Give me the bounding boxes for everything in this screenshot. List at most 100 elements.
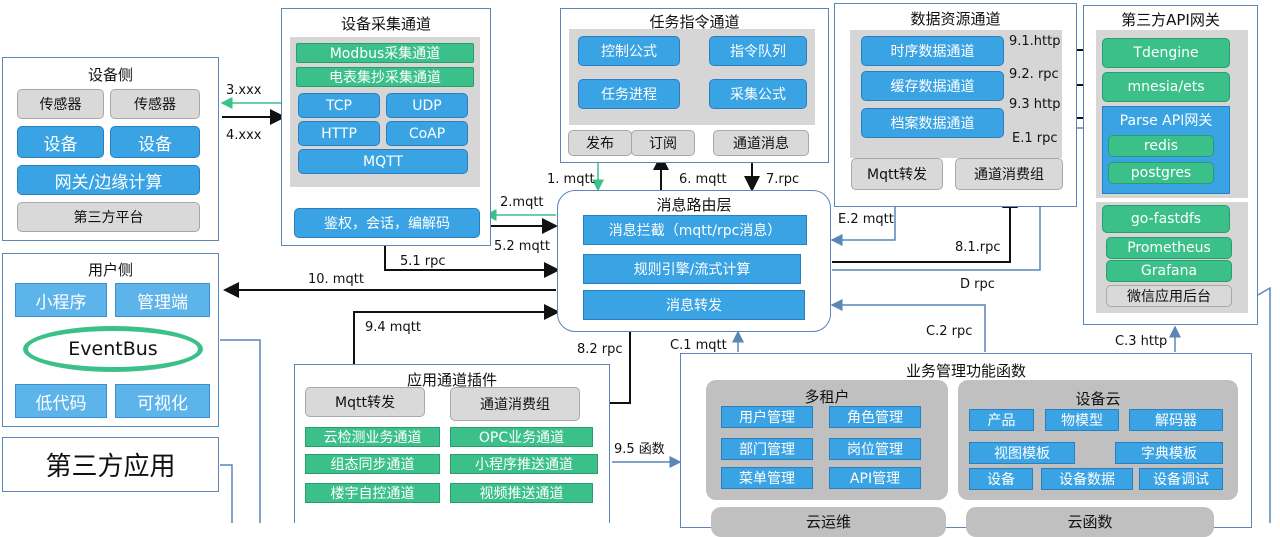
data-consumer-group-box: 通道消费组	[955, 158, 1063, 190]
device-cloud-title: 设备云	[1075, 390, 1121, 408]
visual-box: 可视化	[115, 384, 210, 418]
label-8-1-rpc: 8.1.rpc	[955, 240, 1001, 255]
label-3xxx: 3.xxx	[226, 83, 262, 98]
label-9-5-function: 9.5 函数	[614, 442, 665, 457]
task-channel-title: 任务指令通道	[649, 13, 740, 31]
device-box-1: 设备	[17, 126, 104, 158]
mnesia-ets-box: mnesia/ets	[1102, 72, 1230, 102]
api-mgmt-box: API管理	[829, 467, 921, 489]
meter-channel-box: 电表集抄采集通道	[296, 67, 474, 87]
dict-template-box: 字典模板	[1115, 442, 1223, 464]
mini-push-channel-box: 小程序推送通道	[450, 454, 598, 474]
tdengine-box: Tdengine	[1102, 38, 1230, 68]
app-consumer-group-box: 通道消费组	[450, 387, 580, 421]
mqtt-box: MQTT	[298, 149, 468, 174]
thing-model-box: 物模型	[1045, 409, 1119, 431]
label-10-mqtt: 10. mqtt	[308, 272, 364, 287]
udp-box: UDP	[386, 93, 468, 118]
data-resource-panel: 数据资源通道 时序数据通道 缓存数据通道 档案数据通道 Mqtt转发 通道消费组	[834, 3, 1077, 207]
message-forward-box: 消息转发	[583, 290, 805, 320]
go-fastdfs-box: go-fastdfs	[1102, 205, 1230, 233]
http-box: HTTP	[298, 121, 380, 146]
label-4xxx: 4.xxx	[226, 128, 262, 143]
label-c2-rpc: C.2 rpc	[926, 324, 973, 339]
role-mgmt-box: 角色管理	[829, 406, 921, 428]
wechat-backend-box: 微信应用后台	[1106, 285, 1232, 307]
collect-channel-panel: 设备采集通道 Modbus采集通道 电表集抄采集通道 TCP UDP HTTP …	[281, 8, 491, 246]
prometheus-box: Prometheus	[1106, 237, 1232, 259]
label-c1-mqtt: C.1 mqtt	[670, 338, 727, 353]
label-9-2-rpc: 9.2. rpc	[1009, 67, 1059, 82]
opc-channel-box: OPC业务通道	[450, 427, 593, 447]
channel-message-box: 通道消息	[713, 130, 809, 156]
third-platform-box: 第三方平台	[17, 202, 200, 232]
eventbus-oval: EventBus	[23, 326, 203, 372]
label-e2-mqtt: E.2 mqtt	[838, 212, 894, 227]
product-box: 产品	[969, 409, 1034, 431]
tcp-box: TCP	[298, 93, 380, 118]
subscribe-box: 订阅	[631, 130, 695, 156]
post-mgmt-box: 岗位管理	[829, 438, 921, 460]
archive-channel-box: 档案数据通道	[861, 108, 1004, 138]
building-channel-box: 楼宇自控通道	[305, 483, 440, 503]
gateway-edge-box: 网关/边缘计算	[17, 165, 200, 195]
config-sync-channel-box: 组态同步通道	[305, 454, 440, 474]
label-1-mqtt: 1. mqtt	[547, 172, 595, 187]
low-code-box: 低代码	[15, 384, 107, 418]
tenant-title: 多租户	[804, 388, 850, 406]
third-api-title: 第三方API网关	[1121, 11, 1220, 29]
task-channel-panel: 任务指令通道 控制公式 指令队列 任务进程 采集公式 发布 订阅 通道消息	[560, 8, 829, 163]
cloud-ops-title: 云运维	[805, 513, 851, 531]
app-channel-plugin-panel: 应用通道插件 Mqtt转发 通道消费组 云检测业务通道 OPC业务通道 组态同步…	[294, 364, 610, 523]
label-c3-http: C.3 http	[1115, 334, 1168, 349]
label-5-2-mqtt: 5.2 mqtt	[494, 239, 550, 254]
label-8-2-rpc: 8.2 rpc	[577, 342, 623, 357]
message-intercept-box: 消息拦截（mqtt/rpc消息）	[583, 215, 807, 245]
cloud-function-title: 云函数	[1067, 513, 1113, 531]
user-side-panel: 用户侧 小程序 管理端 EventBus 低代码 可视化	[2, 253, 219, 427]
label-d-rpc: D rpc	[960, 277, 995, 292]
cloud-detect-channel-box: 云检测业务通道	[305, 427, 440, 447]
label-7-rpc: 7.rpc	[766, 172, 800, 187]
collect-formula-box: 采集公式	[709, 79, 807, 109]
timeseries-channel-box: 时序数据通道	[861, 36, 1004, 66]
publish-box: 发布	[568, 130, 632, 156]
user-mgmt-box: 用户管理	[721, 406, 813, 428]
message-router-title: 消息路由层	[656, 196, 732, 214]
data-mqtt-forward-box: Mqtt转发	[851, 158, 943, 190]
third-api-gateway-panel: 第三方API网关 Tdengine mnesia/ets Parse API网关…	[1083, 5, 1258, 325]
label-2mqtt: 2.mqtt	[500, 195, 544, 210]
sensor-box-1: 传感器	[17, 89, 104, 119]
business-function-panel: 业务管理功能函数 多租户 用户管理 角色管理 部门管理 岗位管理 菜单管理 AP…	[680, 353, 1252, 537]
mini-program-box: 小程序	[15, 283, 107, 317]
message-router-panel: 消息路由层 消息拦截（mqtt/rpc消息） 规则引擎/流式计算 消息转发	[557, 190, 831, 332]
control-formula-box: 控制公式	[578, 36, 680, 66]
collect-channel-title: 设备采集通道	[340, 15, 431, 33]
device-side-title: 设备侧	[87, 66, 133, 84]
task-process-box: 任务进程	[578, 79, 680, 109]
label-6-mqtt: 6. mqtt	[679, 172, 727, 187]
auth-session-codec-box: 鉴权，会话，编解码	[294, 208, 480, 238]
cache-channel-box: 缓存数据通道	[861, 71, 1004, 101]
redis-box: redis	[1108, 135, 1214, 157]
third-party-app-box: 第三方应用	[2, 437, 219, 492]
device-item-box: 设备	[969, 468, 1033, 490]
label-9-4-mqtt: 9.4 mqtt	[365, 320, 421, 335]
business-function-title: 业务管理功能函数	[905, 362, 1026, 380]
command-queue-box: 指令队列	[709, 36, 807, 66]
device-side-panel: 设备侧 传感器 传感器 设备 设备 网关/边缘计算 第三方平台	[2, 57, 219, 241]
coap-box: CoAP	[386, 121, 468, 146]
view-template-box: 视图模板	[969, 442, 1075, 464]
device-data-box: 设备数据	[1041, 468, 1133, 490]
user-side-title: 用户侧	[87, 261, 133, 279]
label-9-3-http: 9.3 http	[1009, 97, 1061, 112]
device-box-2: 设备	[110, 126, 200, 158]
modbus-channel-box: Modbus采集通道	[296, 43, 474, 63]
sensor-box-2: 传感器	[110, 89, 200, 119]
postgres-box: postgres	[1108, 162, 1214, 184]
menu-mgmt-box: 菜单管理	[721, 467, 813, 489]
rules-engine-box: 规则引擎/流式计算	[583, 254, 801, 284]
app-plugin-title: 应用通道插件	[406, 371, 497, 389]
label-9-1-http: 9.1.http	[1009, 34, 1061, 49]
label-e1-rpc: E.1 rpc	[1012, 131, 1058, 146]
